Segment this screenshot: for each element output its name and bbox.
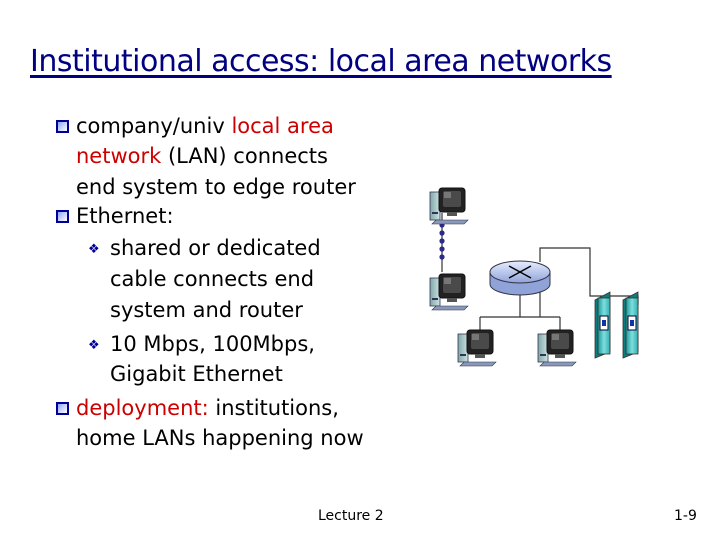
sub-bullet-1-line-3: system and router xyxy=(110,298,303,322)
page-number: 1-9 xyxy=(674,508,697,524)
slide-title: Institutional access: local area network… xyxy=(30,44,612,79)
sub-bullet-2-line-2: Gigabit Ethernet xyxy=(110,362,283,386)
desktop-computer-icon xyxy=(429,187,469,225)
bullet-2-line-1: Ethernet: xyxy=(76,204,174,228)
bullet-1-line-3: end system to edge router xyxy=(76,175,356,199)
bullet-text: institutions, xyxy=(215,396,339,420)
bullet-text: (LAN) connects xyxy=(167,144,328,168)
server-icon xyxy=(622,291,639,359)
sub-bullet-1-line-1: shared or dedicated xyxy=(110,236,321,260)
router-icon xyxy=(489,260,551,296)
highlight-text: network xyxy=(76,144,162,168)
highlight-text: deployment: xyxy=(76,396,209,420)
desktop-computer-icon xyxy=(457,329,497,367)
lan-diagram xyxy=(429,187,639,367)
q-bullet-icon xyxy=(56,210,69,223)
bullet-1-line-2: network (LAN) connects xyxy=(76,146,328,167)
v-bullet-icon: ❖ xyxy=(88,338,100,353)
v-bullet-icon: ❖ xyxy=(88,242,100,257)
bullet-text: company/univ xyxy=(76,114,225,138)
q-bullet-icon xyxy=(56,120,69,133)
hub-icon xyxy=(439,222,445,260)
q-bullet-icon xyxy=(56,402,69,415)
highlight-text: local area xyxy=(231,114,334,138)
desktop-computer-icon xyxy=(537,329,577,367)
sub-bullet-1-line-2: cable connects end xyxy=(110,267,315,291)
bullet-1-line-1: company/univ local area xyxy=(76,116,334,137)
footer-lecture: Lecture 2 xyxy=(318,508,384,524)
desktop-computer-icon xyxy=(429,273,469,311)
server-icon xyxy=(594,291,611,359)
sub-bullet-2-line-1: 10 Mbps, 100Mbps, xyxy=(110,332,315,356)
bullet-list: company/univ local area network (LAN) co… xyxy=(56,116,364,450)
bullet-3-line-1: deployment: institutions, xyxy=(76,398,339,419)
bullet-3-line-2: home LANs happening now xyxy=(76,426,364,450)
